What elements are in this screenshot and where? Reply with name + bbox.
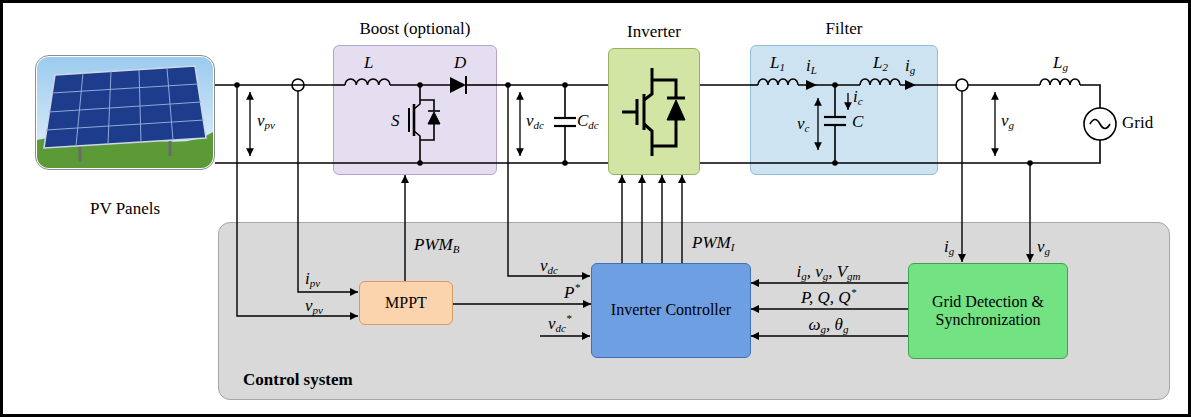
signal-label: vdc — [526, 112, 544, 129]
box-heading: Inverter — [609, 22, 699, 42]
controller-box: Inverter Controller — [591, 263, 751, 358]
mppt-box: MPPT — [359, 281, 453, 325]
edge-label: ωg, θg — [807, 316, 851, 333]
signal-arrow — [751, 308, 908, 309]
signal-label: iL — [806, 57, 817, 74]
signal-label: vdc* — [548, 315, 571, 332]
signal-label: L2 — [873, 54, 888, 71]
signal-arrow — [621, 175, 622, 263]
grid-source-symbol — [1084, 108, 1116, 140]
edge-label: PWMI — [690, 234, 736, 251]
signal-label: ic — [853, 88, 863, 105]
signal-label: Grid — [1122, 114, 1153, 131]
signal-label: C — [852, 113, 863, 130]
box-label: Inverter Controller — [611, 301, 731, 319]
inverter-box: Inverter — [608, 48, 700, 175]
signal-arrow — [751, 335, 908, 336]
sensing-wires — [237, 85, 1030, 336]
power-wire — [215, 84, 333, 86]
box-heading: Filter — [751, 19, 937, 39]
signal-arrow — [641, 175, 642, 263]
power-wire — [700, 84, 750, 86]
diode-symbol — [450, 77, 466, 93]
signal-label: vg — [1001, 112, 1014, 129]
current-arrows — [806, 80, 916, 90]
boost-switch-symbol — [409, 85, 440, 163]
edge-label: P* — [562, 284, 582, 301]
signal-arrow — [661, 175, 662, 263]
signal-arrow — [404, 175, 405, 281]
solar-panel-picture — [37, 57, 213, 168]
signal-arrow — [453, 303, 591, 304]
signal-label: vpv — [305, 297, 323, 314]
edge-label: PWMB — [412, 236, 461, 253]
box-label: Grid Detection & Synchronization — [917, 293, 1059, 330]
signal-label: vdc — [540, 257, 558, 274]
signal-label: ig — [944, 238, 954, 255]
signal-label: ig — [905, 57, 915, 74]
edge-label: P, Q, Q* — [799, 289, 858, 306]
signal-label: S — [391, 112, 400, 129]
power-wires — [215, 76, 1100, 163]
boost-box: Boost (optional) — [333, 45, 497, 175]
signal-label: Cdc — [577, 112, 599, 129]
box-heading: Control system — [243, 370, 353, 390]
signal-label: vc — [797, 115, 809, 132]
signal-label: L — [364, 54, 373, 71]
measure-arrows — [250, 92, 995, 156]
box-label: MPPT — [385, 294, 427, 312]
signal-label: Lg — [1053, 54, 1068, 71]
edge-label: ig, vg, Vgm — [794, 263, 862, 280]
junction-dots — [234, 82, 1033, 166]
power-wire — [497, 84, 608, 86]
grid-sync-box: Grid Detection & Synchronization — [908, 263, 1068, 359]
signal-arrow — [751, 282, 908, 283]
signal-label: ipv — [305, 270, 320, 287]
signal-label: vg — [1037, 238, 1050, 255]
box-heading: Boost (optional) — [334, 19, 496, 39]
pv-panel-box: PV Panels — [35, 55, 215, 170]
signal-label: L1 — [770, 54, 785, 71]
signal-label: vpv — [257, 112, 275, 129]
signal-arrow — [681, 175, 682, 263]
box-heading: PV Panels — [36, 199, 214, 219]
current-sensors — [292, 79, 968, 91]
inverter-switch-symbol — [622, 68, 685, 156]
signal-label: D — [454, 54, 466, 71]
